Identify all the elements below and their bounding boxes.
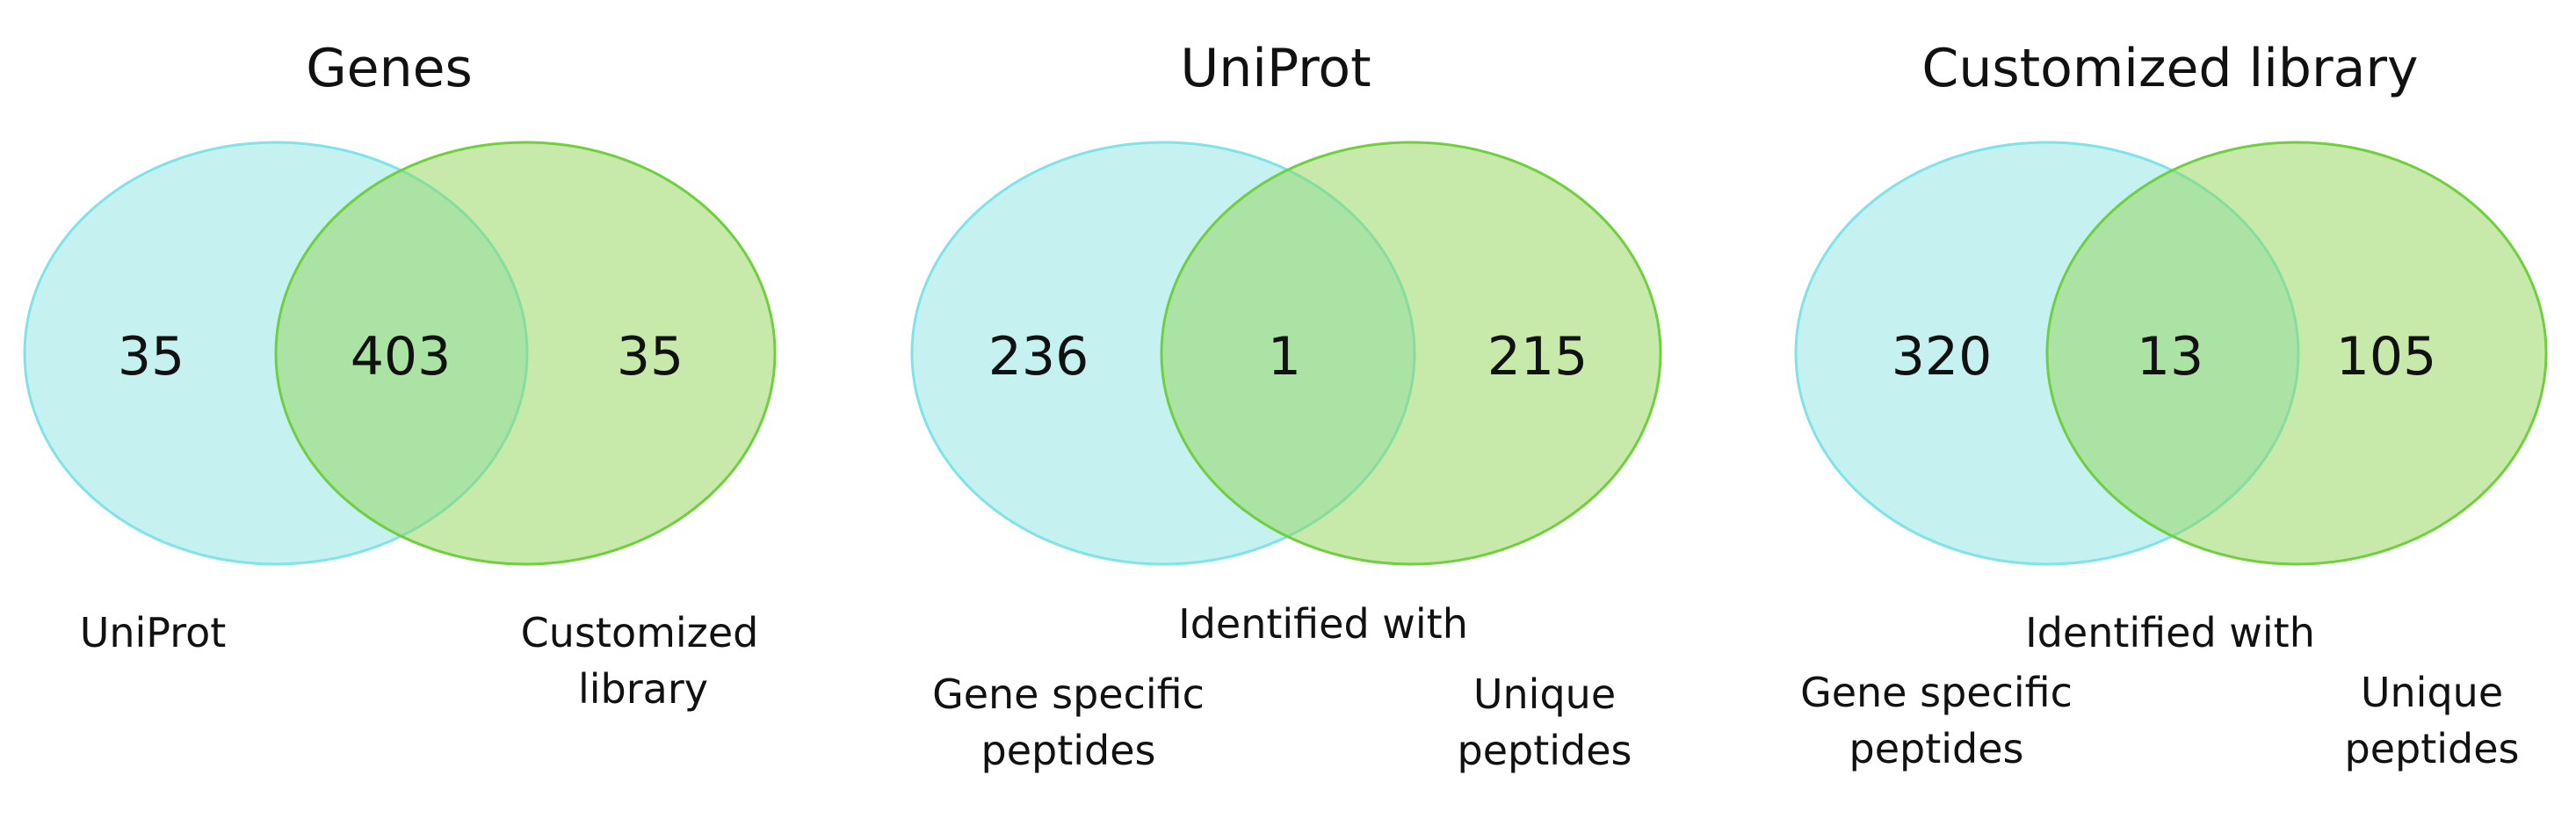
left-set-label-line1: Gene specific [1800,669,2073,716]
venn-panel-customized-library: Customized library 320 13 105 Identified… [1794,38,2548,772]
left-set-label-line1: Gene specific [932,670,1205,718]
right-set-circle [274,141,777,566]
left-only-count: 35 [118,326,185,388]
right-set-label-line2: library [578,665,708,713]
caption: Identified with [1178,600,1468,648]
venn-panel-uniprot: UniProt 236 1 215 Identified with Gene s… [910,38,1662,774]
right-set-label-line2: peptides [1458,727,1632,774]
left-set-label-line2: peptides [1849,725,2024,772]
right-set-circle [1160,141,1662,566]
left-only-count: 236 [988,326,1089,388]
caption: Identified with [2025,609,2315,656]
right-only-count: 105 [2336,326,2437,388]
panel-title: UniProt [1180,38,1371,99]
right-set-label-line1: Unique [2361,669,2503,716]
overlap-count: 403 [351,326,452,388]
right-set-label-line1: Unique [1473,670,1616,718]
overlap-count: 1 [1268,326,1301,388]
overlap-count: 13 [2137,326,2203,388]
right-only-count: 215 [1487,326,1588,388]
right-set-label-line1: Customized [521,609,759,656]
left-only-count: 320 [1892,326,1993,388]
left-set-label: UniProt [80,609,227,656]
panel-title: Genes [306,38,473,99]
right-set-label-line2: peptides [2345,725,2520,772]
left-set-label-line2: peptides [981,727,1156,774]
right-only-count: 35 [617,326,684,388]
right-set-circle [2045,141,2548,566]
panel-title: Customized library [1921,38,2418,99]
venn-panel-genes: Genes 35 403 35 UniProt Customized libra… [23,38,777,713]
